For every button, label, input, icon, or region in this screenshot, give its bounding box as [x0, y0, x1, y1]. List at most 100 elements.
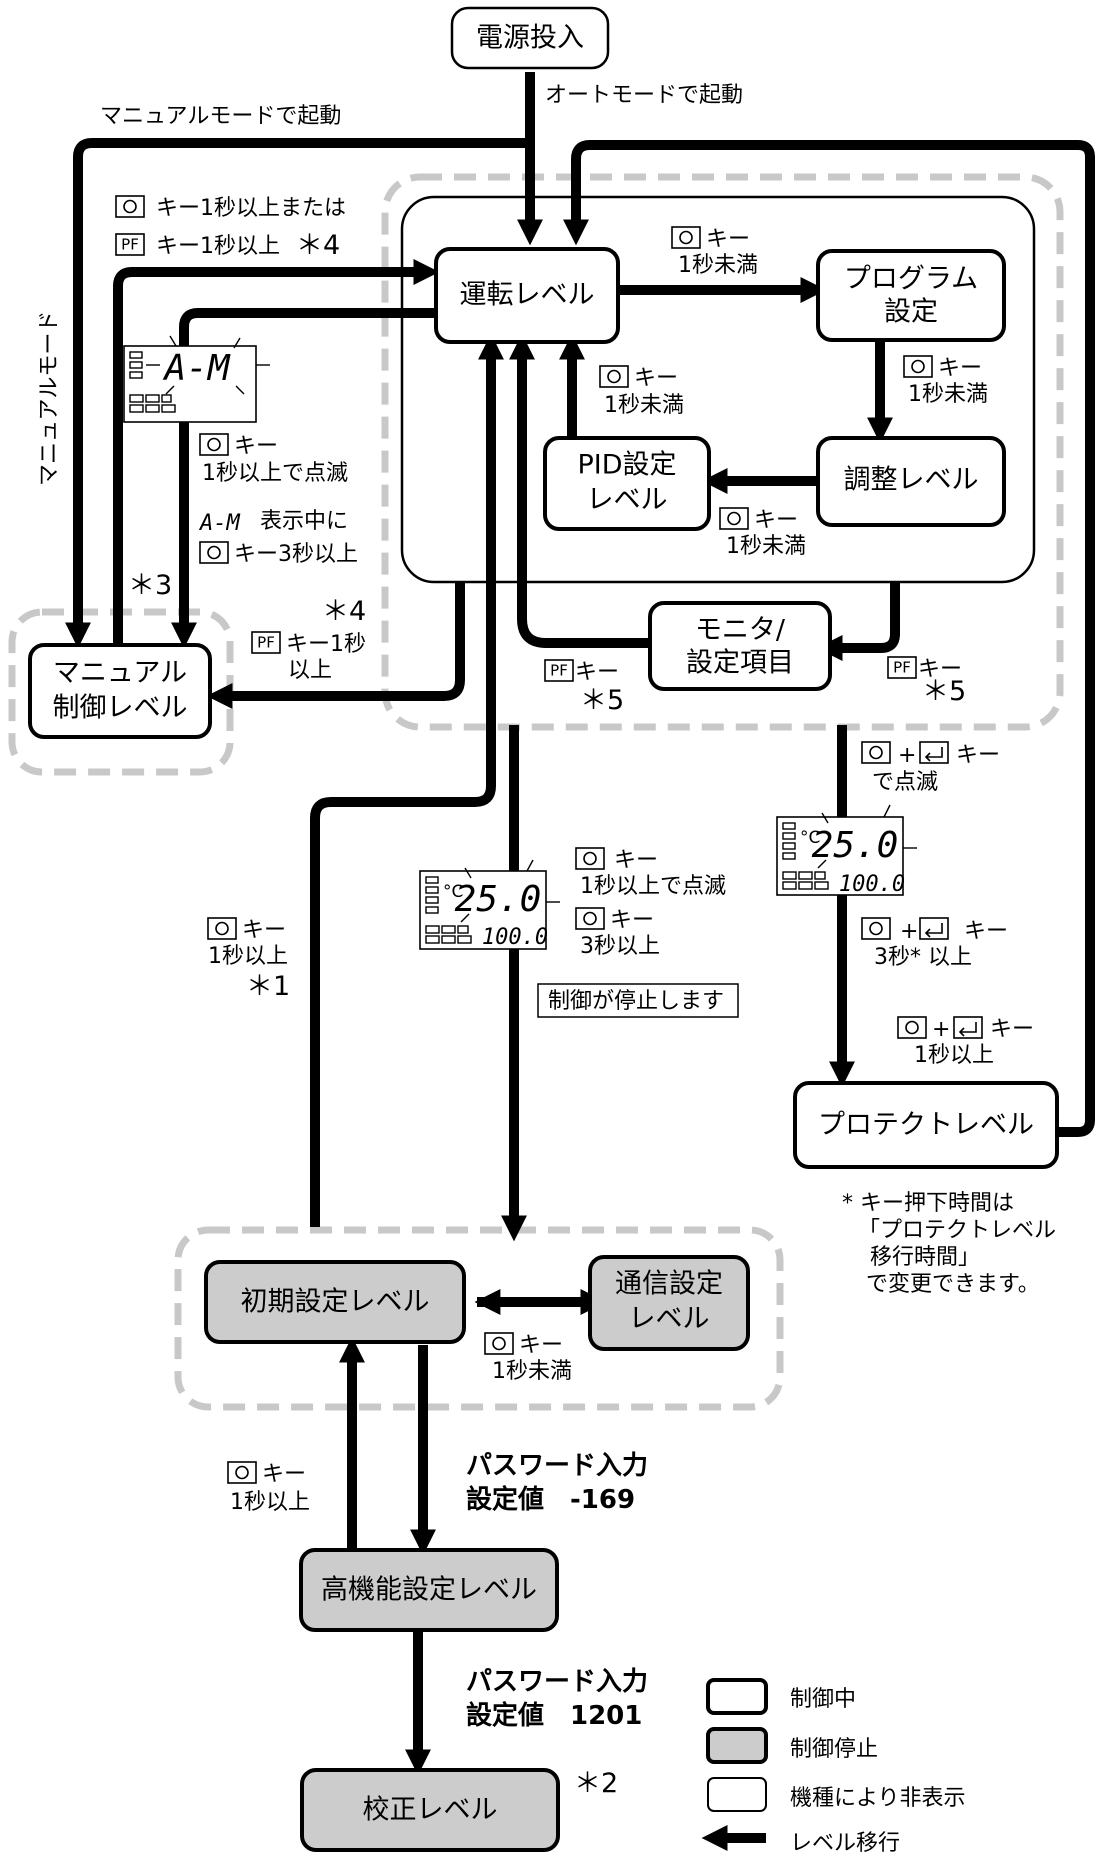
am-display-3s-label: キー3秒以上 [234, 542, 358, 567]
protect-level-box: プロテクトレベル [793, 1081, 1059, 1169]
o-key-icon [575, 847, 605, 870]
password-1-value: 設定値 -169 [466, 1484, 635, 1515]
note-line-1: * キー押下時間は [842, 1191, 1014, 1216]
blink-combo-label: で点滅 [872, 770, 938, 795]
adjust-to-pid-key-label: キー [754, 508, 798, 533]
stop-lcd-main: 25.0 [455, 879, 542, 920]
program-setting-box: プログラム 設定 [816, 249, 1006, 342]
legend-controlling: 制御中 [790, 1687, 856, 1712]
arrow-operation-to-monitor [816, 583, 900, 661]
asterisk-2-label: ＊2 [574, 1768, 618, 1799]
legend-transition: レベル移行 [790, 1831, 900, 1856]
protect-lcd-display: °C 25.0 100.0 [776, 804, 917, 897]
password-2-label: パスワード入力 [466, 1667, 648, 1697]
asterisk-4b-label: ＊4 [322, 596, 366, 627]
o-key-icon [861, 917, 891, 940]
protect-lcd-main: 25.0 [812, 825, 899, 866]
o-key-icon [599, 365, 629, 388]
pf-key-icon: PF [251, 631, 281, 654]
legend-stopped: 制御停止 [790, 1737, 878, 1762]
program-setting-label-2: 設定 [884, 297, 938, 328]
control-stops-label: 制御が停止します [548, 989, 724, 1014]
pf-key-icon: PF [887, 656, 917, 679]
monitor-label-1: モニタ/ [695, 615, 786, 646]
arrow-operation-to-manual [171, 308, 436, 649]
control-stops-notice: 制御が停止します [537, 983, 739, 1018]
key-1s-label: キー1秒以上 [156, 234, 280, 259]
arrow-monitor-to-operation [509, 333, 650, 648]
arrow-manual-to-operation [113, 259, 440, 643]
operation-level-box: 運転レベル [434, 247, 620, 344]
arrow-power-to-manual [65, 138, 530, 649]
legend: 制御中 制御停止 機種により非表示 レベル移行 [701, 1678, 966, 1856]
o-key-icon [671, 226, 701, 249]
am-blink-1s-label: 1秒以上で点滅 [202, 461, 348, 486]
stop-3s-label: 3秒以上 [580, 934, 660, 959]
loop-key-icon [953, 1016, 983, 1039]
stop-lcd-display: °C 25.0 100.0 [419, 859, 560, 950]
op-to-program-lt1s-label: 1秒未満 [678, 253, 758, 278]
operation-level-label: 運転レベル [460, 280, 595, 311]
asterisk-3-label: ＊3 [128, 570, 172, 601]
combo-1s-label: 1秒以上 [914, 1043, 994, 1068]
hidden-region-main [381, 173, 1064, 731]
monitor-label-2: 設定項目 [686, 648, 794, 679]
pf-key-left-label: キー [575, 660, 619, 685]
blink-combo-key-label: キー [956, 743, 1000, 768]
unit-celsius: °C [800, 828, 820, 848]
operation-group-frame [400, 195, 1036, 584]
asterisk-1-label: ＊1 [246, 971, 290, 1002]
o-key-icon [861, 741, 891, 764]
asterisk-5a-label: ＊5 [580, 685, 624, 716]
init-to-op-1s-label: 1秒以上 [208, 944, 288, 969]
calibration-box: 校正レベル [300, 1768, 560, 1852]
advanced-setting-label: 高機能設定レベル [321, 1575, 537, 1606]
monitor-setting-box: モニタ/ 設定項目 [648, 601, 832, 691]
asterisk-4-label: ＊4 [296, 230, 340, 261]
note-line-2: 「プロテクトレベル [858, 1218, 1056, 1243]
o-key-icon [484, 1332, 514, 1355]
start-auto-label: オートモードで起動 [545, 83, 743, 108]
arrow-operation-to-manual-pf [206, 583, 465, 709]
combo-1s-key-label: キー [990, 1017, 1034, 1042]
note-line-4: で変更できます。 [866, 1272, 1040, 1297]
note-line-3: 移行時間」 [870, 1245, 980, 1270]
pf-key-icon: PF [544, 659, 574, 682]
pid-setting-label-1: PID設定 [577, 450, 676, 481]
manual-label-2: 制御レベル [53, 693, 188, 724]
manual-mode-vertical-label: マニュアルモード [37, 311, 62, 486]
adjust-level-label: 調整レベル [844, 465, 979, 496]
loop-key-icon [919, 741, 949, 764]
o-key-icon [115, 195, 145, 218]
calibration-label: 校正レベル [363, 1795, 498, 1826]
o-key-icon [227, 1461, 257, 1484]
svg-text:PF: PF [893, 659, 911, 677]
am-inline-display: A-M [198, 511, 240, 536]
plus-sign: + [932, 1017, 950, 1042]
adjust-to-pid-lt1s-label: 1秒未満 [726, 534, 806, 559]
pid-to-op-key-label: キー [634, 366, 678, 391]
stop-blink-label: 1秒以上で点滅 [580, 874, 726, 899]
program-setting-label-1: プログラム [844, 264, 978, 295]
program-to-adjust-key-label: キー [938, 356, 982, 381]
advanced-setting-box: 高機能設定レベル [299, 1548, 559, 1632]
plus-sign: + [900, 919, 918, 944]
o-key-icon [719, 507, 749, 530]
asterisk-5b-label: ＊5 [922, 676, 966, 707]
adv-1s-label: 1秒以上 [230, 1490, 310, 1515]
o-key-icon [199, 433, 229, 456]
pid-setting-label-2: レベル [587, 485, 668, 516]
o-key-icon [897, 1016, 927, 1039]
manual-control-box: マニュアル 制御レベル [28, 643, 212, 739]
pf-key-right-label: キー [918, 657, 962, 682]
o-key-icon [575, 907, 605, 930]
comm-setting-label-2: レベル [629, 1304, 710, 1335]
stop-blink-key-label: キー [614, 848, 658, 873]
stop-3s-key-label: キー [610, 908, 654, 933]
arrow-protect-to-operation [563, 140, 1095, 1137]
pid-to-op-lt1s-label: 1秒未満 [604, 393, 684, 418]
adv-key-label: キー [262, 1462, 306, 1487]
am-lcd-display: A-M [123, 335, 270, 423]
o-key-icon [207, 917, 237, 940]
